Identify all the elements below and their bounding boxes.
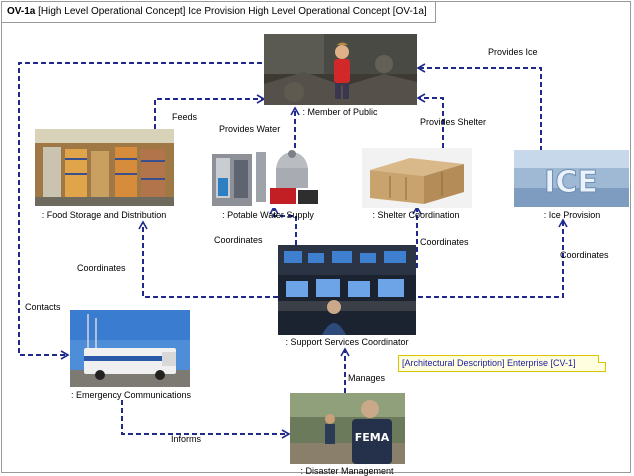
edge-coordinates-food: [138, 220, 278, 298]
disaster-mgmt-image: FEMA: [290, 393, 405, 464]
edge-label-feeds: Feeds: [172, 112, 198, 122]
edge-provides-shelter: [416, 93, 444, 148]
potable-water-label: : Potable Water Supply: [222, 210, 314, 220]
emergency-comms-image: [70, 310, 190, 387]
cv1-note[interactable]: [Architectural Description] Enterprise […: [398, 355, 606, 372]
edge-label-informs: Informs: [171, 434, 202, 444]
edge-feeds: [154, 94, 266, 129]
member-of-public-image: [264, 34, 417, 105]
potable-water-image: [210, 148, 321, 208]
shelter-image: [362, 148, 472, 208]
emergency-comms-label: : Emergency Communications: [70, 390, 192, 400]
ice-provision-image: ICE: [514, 150, 629, 207]
diagram-title: OV-1a [High Level Operational Concept] I…: [1, 1, 436, 23]
edge-coordinates-water: [269, 205, 297, 245]
edge-label-provides-water: Provides Water: [219, 124, 281, 134]
edge-coordinates-ice: [418, 218, 568, 298]
ice-logo: ICE: [544, 165, 598, 200]
edge-label-coordinates-food: Coordinates: [77, 263, 126, 273]
edge-label-contacts: Contacts: [25, 302, 61, 312]
food-storage-image: [35, 129, 174, 206]
edge-label-provides-ice: Provides Ice: [488, 47, 538, 57]
fema-logo: FEMA: [355, 431, 390, 444]
food-storage-label: : Food Storage and Distribution: [41, 210, 167, 220]
support-services-image: [278, 245, 416, 335]
member-of-public-label: : Member of Public: [302, 107, 378, 117]
disaster-mgmt-label: : Disaster Management: [300, 466, 394, 476]
ice-provision-label: : Ice Provision: [543, 210, 601, 220]
edge-provides-ice: [416, 63, 542, 175]
edge-label-provides-shelter: Provides Shelter: [420, 117, 487, 127]
edge-label-manages: Manages: [348, 373, 386, 383]
edge-contacts: [18, 62, 262, 360]
edge-label-coordinates-ice: Coordinates: [560, 250, 609, 260]
edge-label-coordinates-shelter: Coordinates: [420, 237, 469, 247]
support-services-label: : Support Services Coordinator: [285, 337, 409, 347]
shelter-label: : Shelter Coordination: [372, 210, 460, 220]
edge-label-coordinates-water: Coordinates: [214, 235, 263, 245]
edge-informs: [121, 400, 291, 439]
cv1-note-text: [Architectural Description] Enterprise […: [402, 358, 576, 368]
